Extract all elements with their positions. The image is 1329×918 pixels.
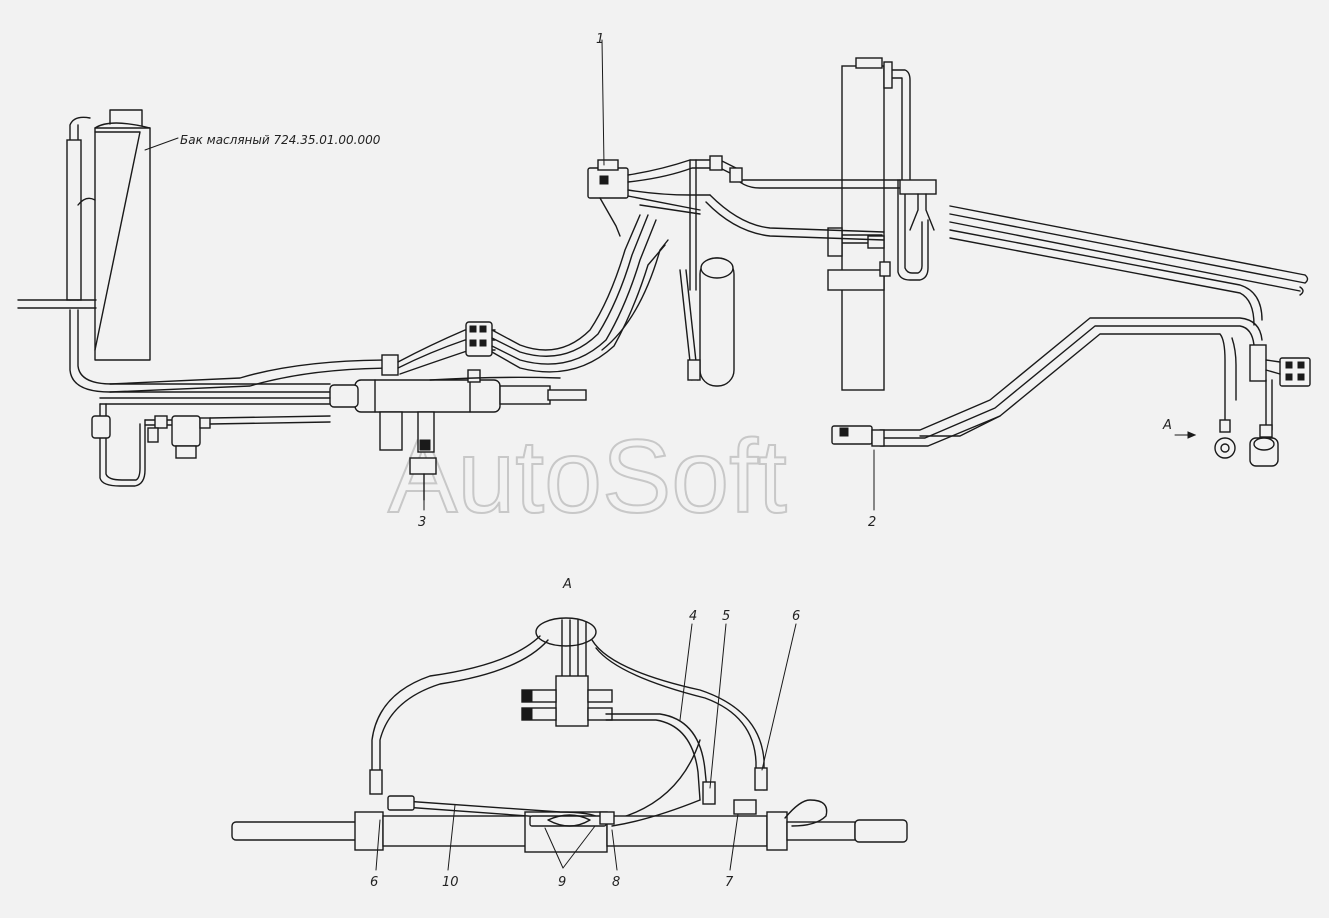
callout-1: 1 [596,32,604,47]
callout-8: 8 [612,875,620,890]
pipe-run-long-right [949,205,1309,326]
tank-label: Бак масляный 724.35.01.00.000 [180,133,381,147]
pipe-run-lower-right [831,317,1311,467]
distributor-1 [587,159,721,291]
section-label: А [562,577,572,592]
section-a-view [231,617,908,853]
oil-tank [66,109,151,361]
watermark: AutoSoft [388,419,787,535]
pipe-bundle-left [17,299,399,393]
view-arrow [1174,431,1197,439]
callout-5: 5 [722,609,730,624]
callout-3: 3 [418,515,426,530]
callout-6-top: 6 [792,609,800,624]
accumulator [679,257,735,387]
callout-10: 10 [442,875,459,890]
callout-2: 2 [868,515,876,530]
boom-column [827,57,911,391]
callout-4: 4 [689,609,697,624]
view-arrow-label: А [1162,418,1172,433]
section-leaders [375,623,797,871]
tank-leader [144,137,179,151]
filter-assembly [91,397,331,487]
callout-6-bottom: 6 [370,875,378,890]
callout-7: 7 [725,875,734,890]
steering-cylinder [329,369,587,451]
leader-1 [601,39,605,166]
valve-3 [409,411,437,501]
pipe-run-center [397,214,669,381]
pipe-run-upper-right [705,155,937,281]
callout-9: 9 [558,875,566,890]
